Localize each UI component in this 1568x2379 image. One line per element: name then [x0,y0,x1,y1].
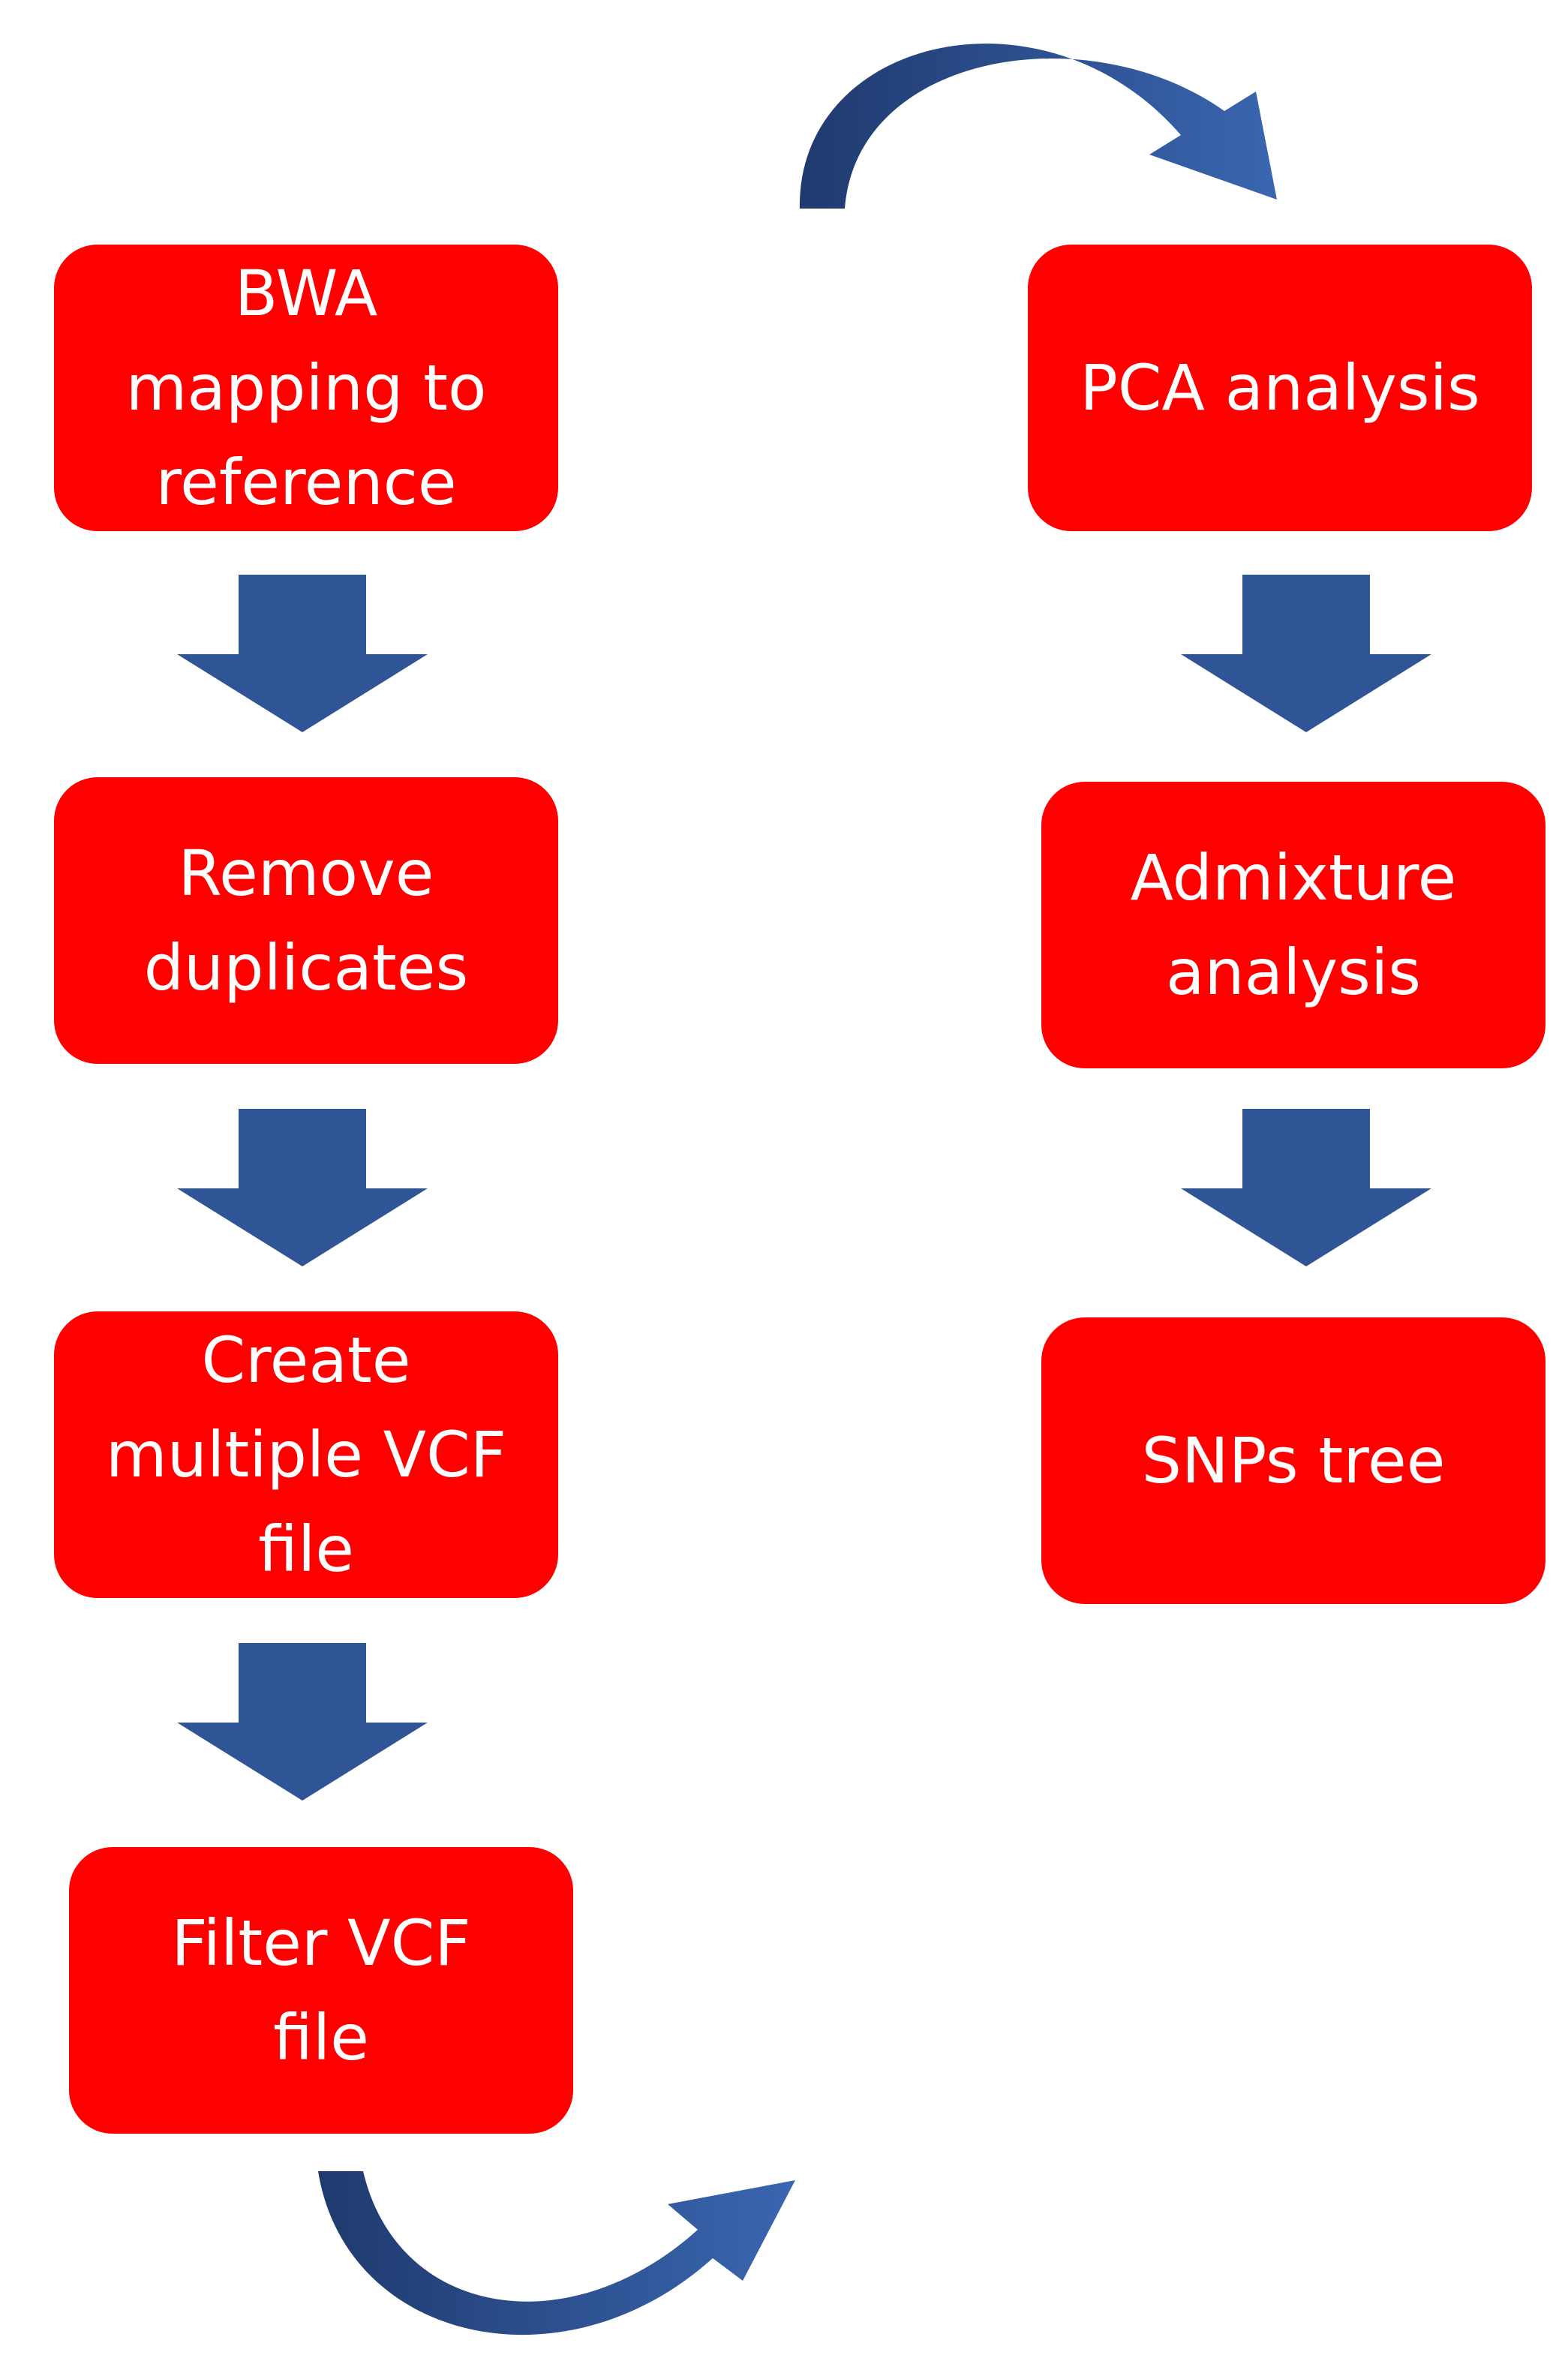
step-admixture-analysis-label: Admixture analysis [1130,841,1457,1009]
step-pca-analysis-label: PCA analysis [1080,351,1480,425]
step-create-vcf-label: Create multiple VCF file [105,1323,507,1586]
step-remove-duplicates-label: Remove duplicates [143,837,469,1005]
down-arrow-icon [177,1643,428,1801]
down-arrow-icon [177,575,428,732]
step-snps-tree: SNPs tree [1041,1317,1545,1604]
step-filter-vcf-label: Filter VCF file [171,1906,471,2074]
down-arrow-icon [177,1109,428,1266]
step-bwa-mapping: BWA mapping to reference [54,245,558,531]
step-filter-vcf: Filter VCF file [69,1847,573,2134]
step-pca-analysis: PCA analysis [1028,245,1532,531]
down-arrow-icon [1181,1109,1431,1266]
curved-arrow-icon [799,44,1277,209]
curved-arrow-icon [318,2171,795,2335]
step-remove-duplicates: Remove duplicates [54,777,558,1064]
step-create-vcf: Create multiple VCF file [54,1311,558,1598]
step-bwa-mapping-label: BWA mapping to reference [125,257,487,519]
step-admixture-analysis: Admixture analysis [1041,782,1545,1068]
down-arrow-icon [1181,575,1431,732]
step-snps-tree-label: SNPs tree [1141,1424,1446,1497]
